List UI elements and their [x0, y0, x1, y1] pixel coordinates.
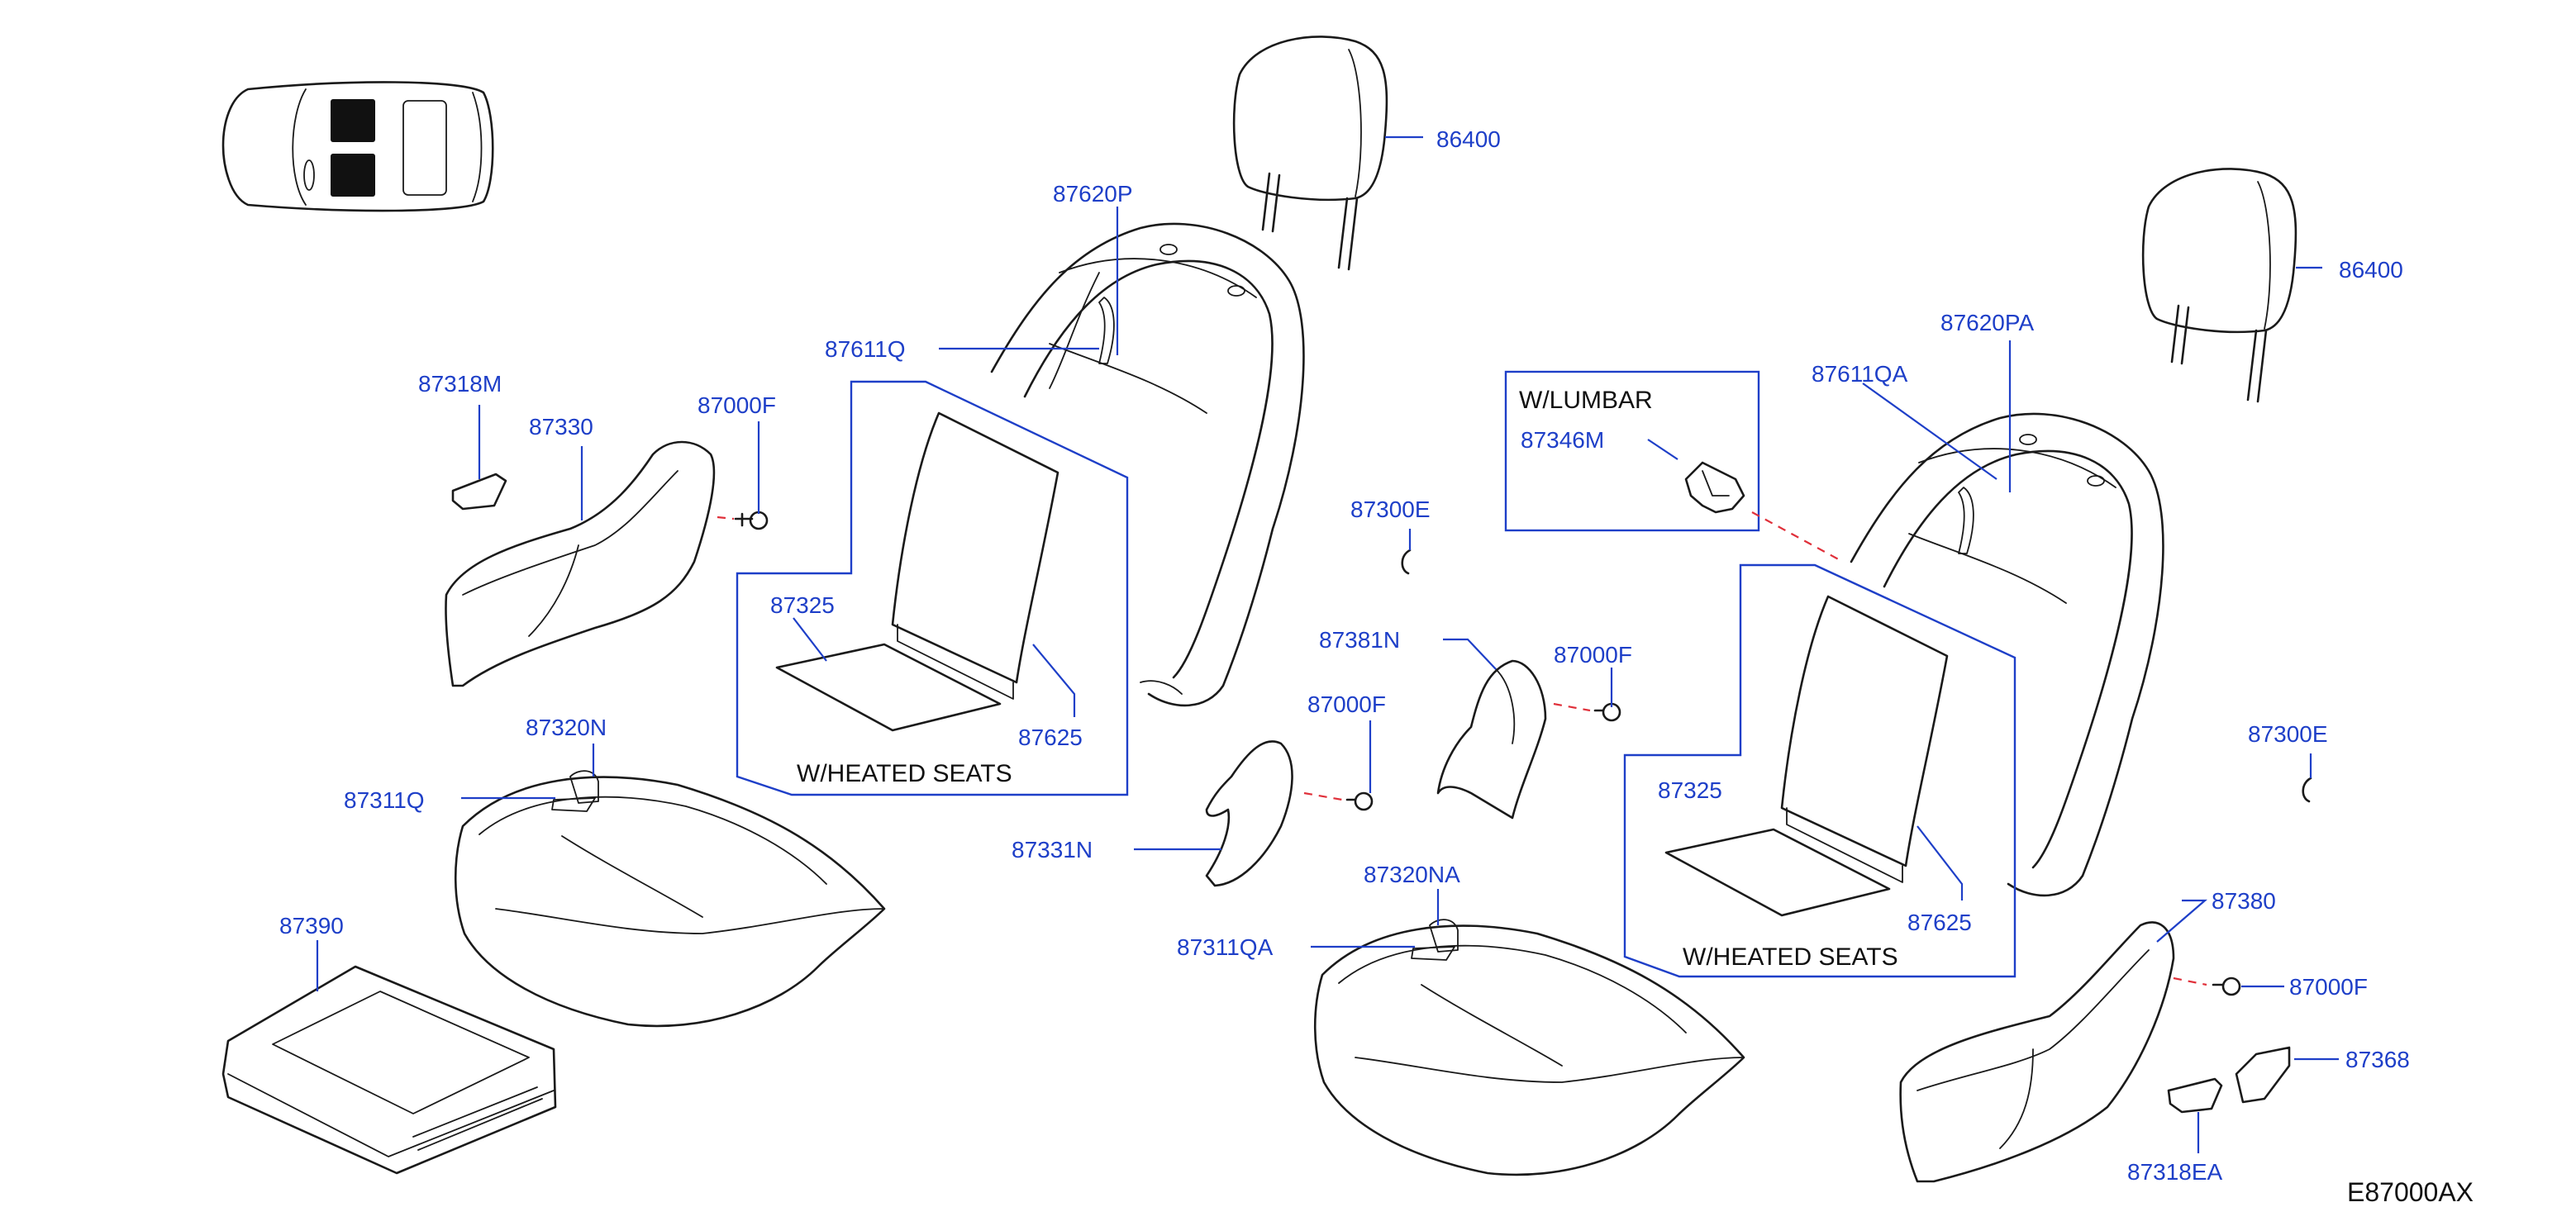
label-side-finisher-left: 87330	[529, 414, 593, 440]
leader-lines	[316, 135, 2339, 1153]
label-heater-back-left: 87625	[1018, 725, 1083, 750]
knee-finisher-center-part	[1436, 659, 1547, 820]
screw-center-upper-part	[1553, 702, 1621, 722]
seat-cushion-right-part	[1313, 919, 1745, 1176]
label-side-finisher-right: 87380	[2212, 888, 2276, 914]
seat-back-right-part	[1850, 412, 2164, 897]
finisher-clip-left-part	[451, 473, 507, 511]
label-screw-right: 87000F	[2289, 974, 2368, 1000]
label-knob-right: 87368	[2345, 1047, 2410, 1072]
label-heater-mat-right: 87325	[1658, 777, 1722, 803]
label-cushion-pad-right: 87320NA	[1364, 862, 1460, 887]
label-heater-mat-left: 87325	[770, 592, 835, 618]
front-seat-left-marker	[331, 99, 375, 142]
knob-right-part	[2235, 1046, 2291, 1104]
screw-left-part	[717, 511, 769, 530]
front-seat-right-marker	[331, 154, 375, 197]
label-back-trim-right: 87611QA	[1812, 361, 1908, 387]
clip-right-part	[2302, 777, 2312, 803]
label-cushion-frame-left: 87390	[279, 913, 344, 939]
lumbar-knob-icon	[1684, 461, 1745, 514]
label-lumbar-knob: 87346M	[1521, 427, 1604, 453]
label-screw-tl: 87000F	[698, 392, 776, 418]
heated-seat-box-right	[1623, 563, 2017, 978]
headrest-left-part	[1232, 36, 1388, 271]
label-finisher-clip-left: 87318M	[418, 371, 502, 397]
label-back-trim-left: 87611Q	[825, 336, 906, 362]
label-clip-right: 87300E	[2248, 721, 2328, 747]
label-finisher-clip-right: 87318EA	[2127, 1159, 2223, 1185]
label-back-pad-left: 87620P	[1053, 181, 1133, 207]
heated-seats-caption-right: W/HEATED SEATS	[1683, 943, 1898, 971]
label-heater-back-right: 87625	[1907, 910, 1972, 935]
label-cushion-trim-right: 87311QA	[1177, 934, 1274, 960]
vehicle-location-icon	[221, 81, 494, 212]
heated-seats-caption-left: W/HEATED SEATS	[797, 760, 1012, 787]
knee-finisher-left-part	[1205, 740, 1293, 887]
seat-back-left-part	[990, 222, 1305, 707]
headrest-right-part	[2141, 168, 2297, 403]
seat-cushion-left-part	[454, 770, 886, 1028]
screw-right-part	[2173, 977, 2241, 996]
label-knee-finisher-left: 87331N	[1012, 837, 1093, 862]
lumbar-caption: W/LUMBAR	[1519, 387, 1653, 414]
label-screw-center-lower: 87000F	[1307, 691, 1386, 717]
label-back-pad-right: 87620PA	[1940, 310, 2034, 335]
finisher-clip-right-part	[2167, 1077, 2223, 1114]
label-clip-center: 87300E	[1350, 497, 1431, 522]
lumbar-box	[1504, 370, 1760, 532]
back-pad-slot-left	[1098, 297, 1115, 364]
label-cushion-pad-left: 87320N	[526, 715, 607, 740]
label-knee-finisher-center: 87381N	[1319, 627, 1400, 653]
clip-center-part	[1401, 549, 1412, 575]
cushion-frame-left-part	[221, 965, 557, 1175]
lumbar-dash-leader	[1751, 511, 1844, 563]
label-screw-center-upper: 87000F	[1554, 642, 1632, 668]
diagram-code: E87000AX	[2347, 1177, 2474, 1207]
heated-seat-box-left	[736, 380, 1129, 796]
label-cushion-trim-left: 87311Q	[344, 787, 425, 813]
side-finisher-left-part	[445, 440, 716, 687]
label-headrest-right: 86400	[2339, 257, 2403, 283]
screw-center-lower-part	[1303, 791, 1374, 811]
label-headrest-left: 86400	[1436, 126, 1501, 152]
side-finisher-right-part	[1899, 921, 2175, 1183]
